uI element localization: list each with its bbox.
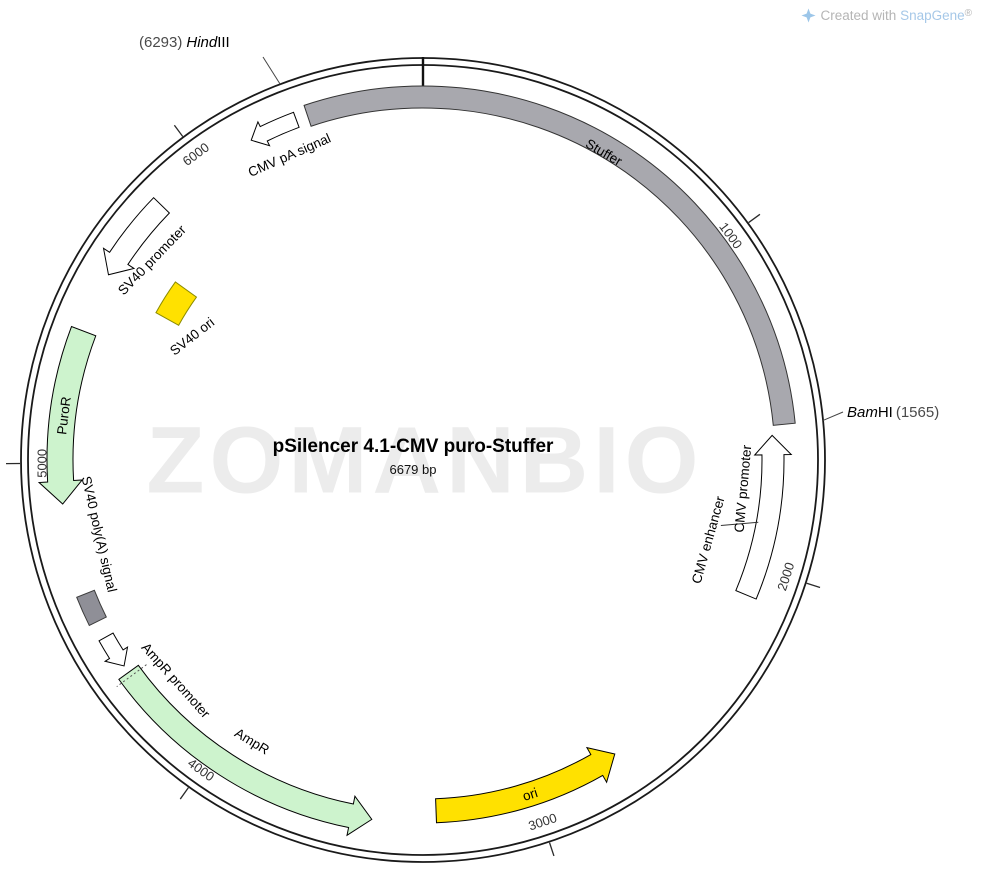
feature-label-cmv-enhancer: CMV enhancer (689, 494, 728, 585)
callout-hindiii (262, 56, 281, 85)
restriction-site-label-hindiii: (6293)HindIII (139, 34, 230, 51)
bamhi-name-plain: HI (877, 404, 893, 421)
tick-3000 (548, 842, 555, 857)
hindiii-position: (6293) (139, 34, 183, 51)
credit-registered: ® (964, 8, 972, 19)
feature-sv40-promoter (102, 196, 171, 276)
bamhi-name-italic: Bam (847, 404, 878, 421)
tick-label-2000: 2000 (774, 560, 797, 592)
snapgene-credit: Created with SnapGene® (800, 8, 972, 23)
hindiii-name-italic: Hind (186, 34, 218, 51)
plasmid-length: 6679 bp (389, 462, 437, 477)
snapgene-logo-icon (800, 8, 816, 23)
plasmid-name: pSilencer 4.1-CMV puro-Stuffer (272, 436, 554, 457)
feature-label-ampr: AmpR (232, 725, 272, 757)
tick-1000 (748, 213, 761, 224)
tick-6000 (173, 124, 184, 137)
feature-label-ori: ori (521, 785, 540, 804)
tick-label-5000: 5000 (35, 449, 50, 478)
feature-puror (37, 325, 97, 505)
bamhi-name: BamHI (847, 404, 893, 421)
feature-cmv-promoter (735, 434, 793, 600)
feature-ampr-promoter (98, 632, 129, 667)
feature-stuffer (303, 85, 796, 426)
feature-sv40-ori (155, 281, 198, 326)
leader-line-cmv-enhancer (720, 521, 759, 527)
bamhi-position: (1565) (895, 404, 940, 421)
hindiii-name-plain: III (217, 34, 230, 51)
credit-brand: SnapGene (900, 8, 965, 23)
credit-prefix: Created with (820, 8, 901, 23)
plasmid-title-block: pSilencer 4.1-CMV puro-Stuffer 6679 bp (273, 436, 554, 477)
feature-label-cmv-promoter: CMV promoter (732, 444, 755, 533)
tick-4000 (179, 787, 189, 800)
callout-bamhi (822, 411, 844, 421)
feature-label-puror: PuroR (54, 395, 74, 435)
tick-2000 (806, 582, 821, 589)
credit-text: Created with SnapGene® (821, 8, 972, 23)
restriction-site-label-bamhi: BamHI(1565) (847, 404, 939, 421)
hindiii-name: HindIII (186, 34, 229, 51)
feature-ampr (118, 664, 373, 837)
feature-ori (435, 746, 616, 824)
feature-label-sv40-polya-signal: SV40 poly(A) signal (79, 475, 120, 594)
leader-dotted-ampr-promoter (116, 664, 147, 688)
tick-label-3000: 3000 (527, 810, 559, 833)
feature-cmv-pa-signal (250, 111, 300, 147)
watermark: ZOMANBIO (146, 407, 704, 514)
feature-sv40-polya-signal (76, 589, 107, 627)
